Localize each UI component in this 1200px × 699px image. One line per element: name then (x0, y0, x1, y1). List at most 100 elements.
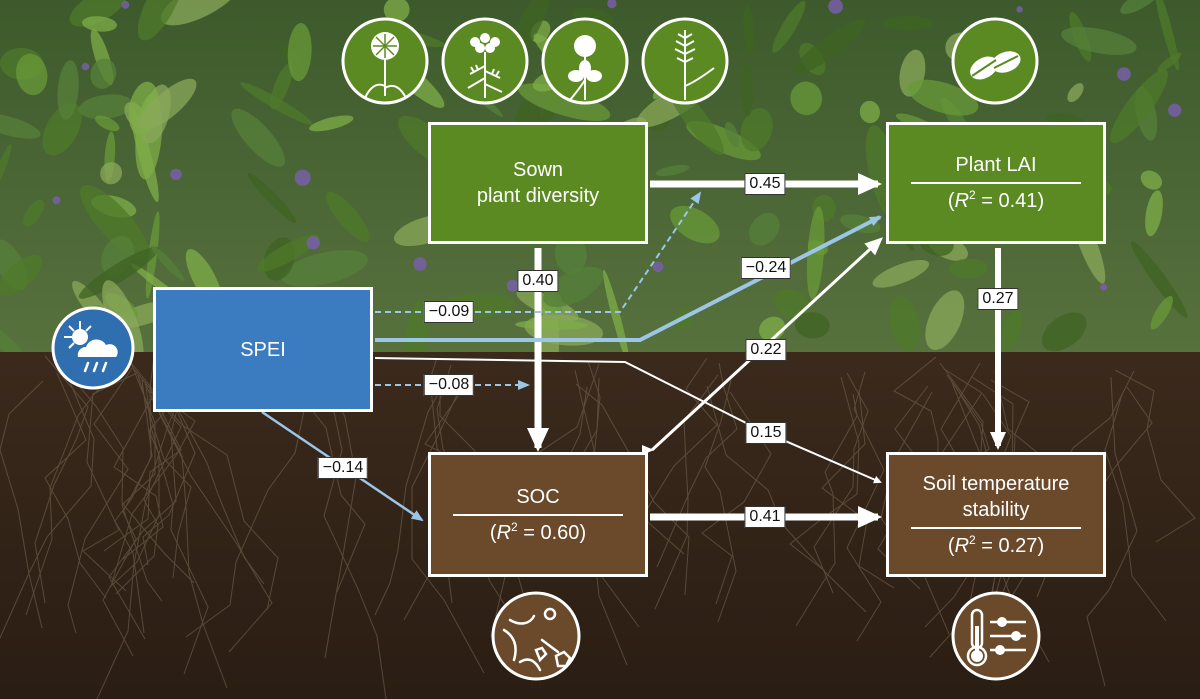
leaf-shape (42, 102, 82, 156)
soc-title: SOC (516, 485, 560, 508)
flower-shape (413, 257, 427, 271)
sown-line2: plant diversity (476, 185, 600, 207)
grass-icon (641, 17, 729, 105)
root-line (1086, 376, 1138, 687)
sown-line1: Sown (512, 159, 564, 181)
flower-shape (294, 169, 311, 186)
leaf-shape (543, 266, 604, 308)
leaf-shape (1154, 0, 1180, 71)
leaf-shape (907, 79, 979, 116)
root-line (54, 357, 195, 584)
root-line (185, 377, 312, 638)
flower-shape (1168, 103, 1182, 117)
stability-line1: Soil temperature (922, 472, 1070, 495)
soc-r2: (R2 = 0.60) (489, 519, 587, 544)
lai-title: Plant LAI (955, 154, 1037, 176)
leaf-shape (1120, 0, 1160, 15)
leaf-shape (994, 309, 1023, 359)
leaf-shape (0, 254, 42, 296)
leaf-shape (655, 164, 690, 177)
yarrow-icon (441, 17, 529, 105)
leaf-shape (94, 115, 120, 132)
leaf-shape (16, 53, 48, 96)
root-line (121, 362, 163, 602)
weather-sun-rain-icon (51, 306, 135, 390)
leaf-shape (1067, 83, 1084, 103)
root-line (114, 391, 152, 634)
leaf-shape (140, 78, 197, 130)
leaf-shape (793, 19, 866, 75)
leaf-shape (670, 205, 720, 244)
leaf-shape (772, 0, 806, 53)
flower-shape (81, 62, 90, 71)
root-line (44, 372, 107, 599)
thermometer-sliders-icon (951, 591, 1041, 681)
leaf-shape (740, 61, 754, 117)
soc-divider (453, 513, 623, 516)
leaf-shape (0, 113, 41, 139)
root-line (374, 374, 450, 616)
leaf-shape (518, 83, 611, 122)
leaf-shape (1157, 52, 1182, 73)
leaf-shape (78, 94, 134, 120)
root-line (1114, 369, 1196, 543)
leaf-shape (270, 62, 293, 110)
flower-shape (607, 0, 617, 9)
flower-shape (121, 0, 130, 9)
leaf-shape (247, 172, 297, 224)
leaf-shape (325, 191, 370, 242)
coef-spei-lai-dashed: −0.09 (423, 301, 475, 323)
soil-microbes-icon (491, 591, 581, 681)
stability-r2: (R2 = 0.27) (947, 532, 1045, 557)
root-line (0, 380, 44, 629)
leaf-shape (790, 81, 823, 116)
coef-spei-lai: −0.24 (740, 257, 792, 279)
clover-icon (541, 17, 629, 105)
leaf-shape (69, 0, 127, 27)
stability-divider (911, 526, 1081, 529)
flower-shape (306, 236, 320, 250)
dandelion-icon (341, 17, 429, 105)
leaf-shape (925, 290, 965, 350)
flower-shape (52, 196, 61, 205)
coef-soc-lai: 0.22 (745, 339, 787, 361)
root-line (82, 372, 138, 592)
root-line (103, 356, 182, 552)
leaf-shape (1110, 69, 1168, 144)
stability-line2: stability (962, 498, 1030, 521)
leaf-shape (90, 58, 117, 89)
node-plant-lai: Plant LAI (R2 = 0.41) (886, 122, 1106, 244)
leaf-shape (743, 4, 755, 57)
root-line (96, 389, 182, 699)
root-line (34, 355, 89, 604)
coef-spei-soc-dashed: −0.08 (423, 374, 475, 396)
leaf-shape (100, 162, 123, 185)
lai-divider (911, 182, 1081, 184)
leaf-shape (137, 0, 184, 41)
leaf-shape (281, 250, 368, 287)
leaf-shape (1041, 312, 1087, 352)
node-soc: SOC (R2 = 0.60) (428, 452, 648, 577)
leaf-shape (309, 115, 354, 132)
leaf-shape (882, 15, 935, 31)
coef-spei-soc: −0.14 (317, 457, 369, 479)
flower-shape (506, 279, 519, 292)
leaf-shape (1145, 190, 1163, 237)
leaf-shape (256, 234, 320, 272)
leaf-shape (740, 108, 773, 152)
coef-sown-lai: 0.45 (744, 173, 786, 195)
leaf-shape (287, 23, 312, 82)
root-line (1104, 393, 1167, 622)
leaf-shape (1150, 295, 1173, 330)
root-line (108, 381, 185, 640)
leaf-shape (0, 144, 12, 197)
leaf-shape (948, 258, 988, 279)
leaf-shape (151, 245, 185, 281)
leaf-shape (383, 0, 410, 23)
root-line (411, 381, 485, 674)
coef-spei-stability: 0.15 (745, 422, 787, 444)
flower-shape (1117, 67, 1131, 81)
coef-sown-soc: 0.40 (517, 270, 559, 292)
spei-title: SPEI (240, 338, 286, 361)
